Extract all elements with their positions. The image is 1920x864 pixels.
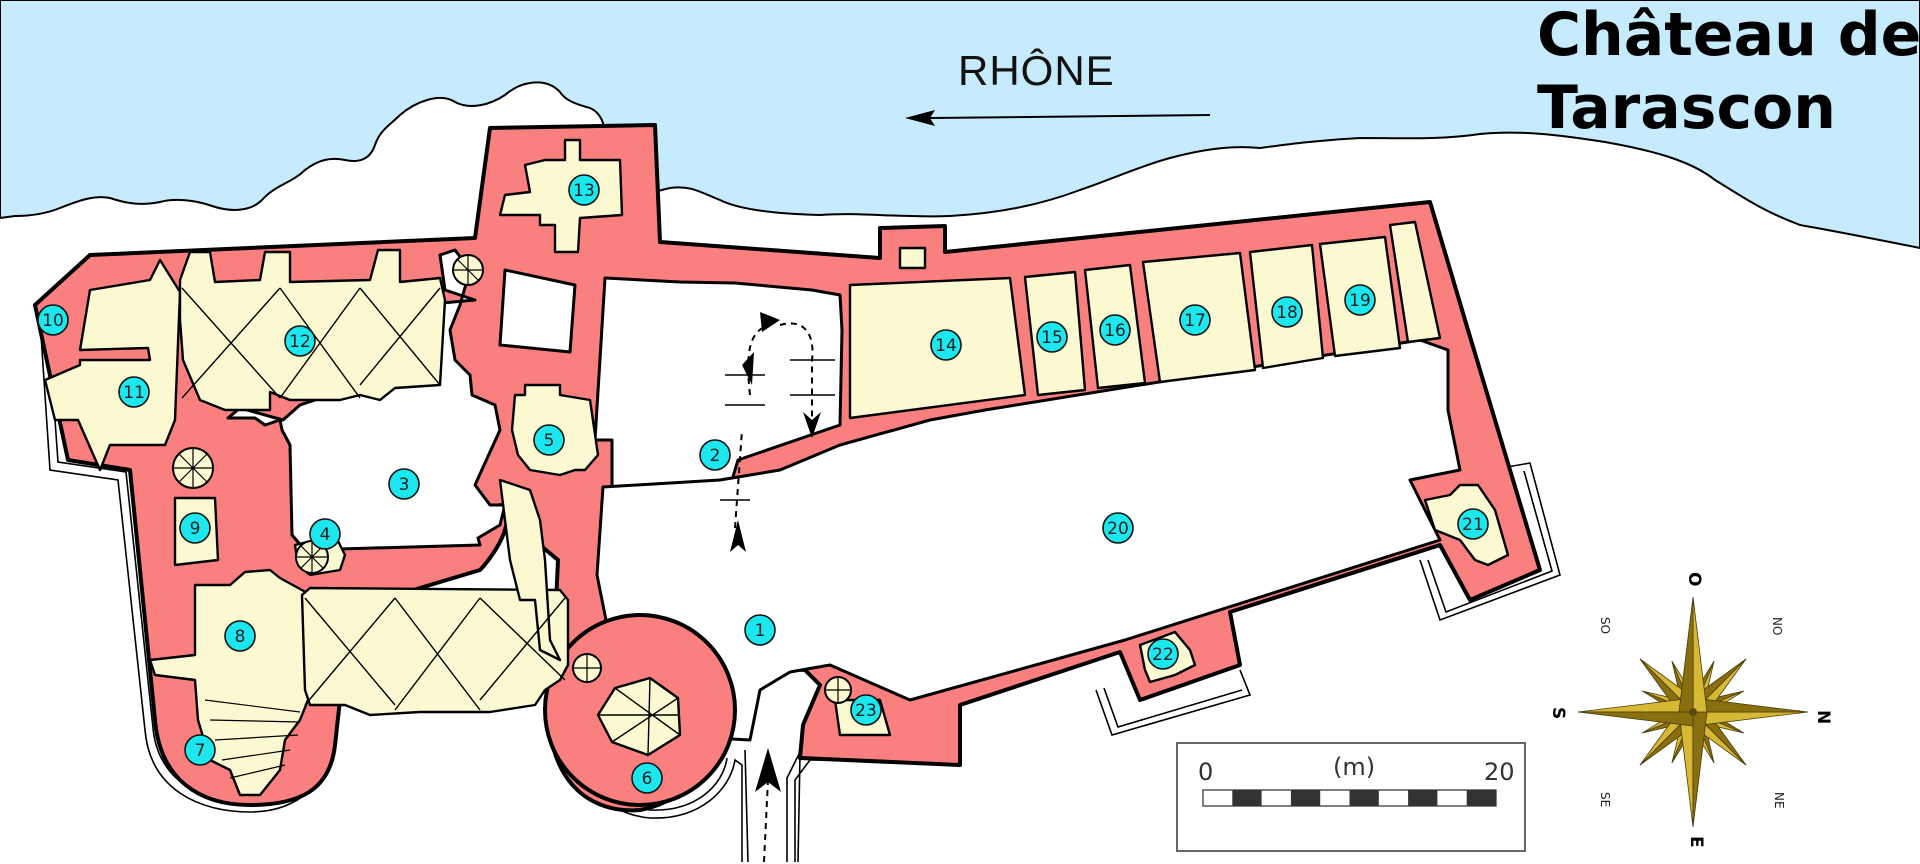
compass-point-shade <box>1692 711 1708 828</box>
room-marker-12: 12 <box>284 325 316 357</box>
room-marker-label: 8 <box>235 627 246 647</box>
room-marker-15: 15 <box>1036 321 1068 353</box>
room-marker-label: 9 <box>190 519 201 539</box>
room-marker-label: 4 <box>320 525 331 545</box>
compass-point-shade <box>1692 697 1809 713</box>
compass-point <box>1692 711 1809 727</box>
room-marker-label: 23 <box>855 701 877 721</box>
room-marker-label: 6 <box>642 769 653 789</box>
entrance-route <box>720 312 835 863</box>
room-marker-11: 11 <box>118 376 150 408</box>
compass-west: O <box>1684 572 1704 586</box>
map-title-line2: Tarascon <box>1537 73 1836 143</box>
room-19b <box>1388 220 1442 344</box>
room-marker-17: 17 <box>1179 304 1211 336</box>
room-marker-label: 2 <box>710 446 721 466</box>
room-marker-3: 3 <box>388 468 420 500</box>
room-8 <box>148 568 322 797</box>
compass-point <box>1692 596 1708 713</box>
compass-so: SO <box>1598 617 1612 634</box>
room-marker-22: 22 <box>1147 638 1179 670</box>
room-marker-16: 16 <box>1099 314 1131 346</box>
room-marker-7: 7 <box>184 734 216 766</box>
room-marker-6: 6 <box>631 762 663 794</box>
compass-point-shade <box>1678 596 1694 713</box>
room-marker-label: 22 <box>1152 645 1174 665</box>
room-marker-label: 17 <box>1184 311 1206 331</box>
room-10-11 <box>43 258 182 472</box>
compass-hub <box>1689 708 1697 716</box>
room-marker-8: 8 <box>224 620 256 652</box>
scale-bar: 0 (m) 20 <box>1176 742 1526 852</box>
compass-south: S <box>1548 707 1568 719</box>
room-marker-label: 13 <box>573 181 595 201</box>
compass-rose: N S E O NO SO NE SE <box>1548 572 1833 848</box>
room-marker-19: 19 <box>1344 284 1376 316</box>
compass-no: NO <box>1770 617 1784 635</box>
stair-steps <box>173 255 851 779</box>
room-marker-label: 16 <box>1104 321 1126 341</box>
room-marker-label: 21 <box>1462 515 1484 535</box>
room-marker-label: 14 <box>935 336 957 356</box>
room-marker-label: 19 <box>1349 291 1371 311</box>
room-marker-2: 2 <box>699 439 731 471</box>
river-flow-arrow <box>905 110 1211 126</box>
room-13 <box>498 138 624 254</box>
room-marker-1: 1 <box>744 614 776 646</box>
scale-segment <box>1349 790 1379 806</box>
room-marker-label: 7 <box>195 741 206 761</box>
vault-lines <box>181 287 681 756</box>
room-marker-label: 1 <box>755 621 766 641</box>
room-marker-23: 23 <box>850 694 882 726</box>
room-marker-label: 15 <box>1041 328 1063 348</box>
scale-segment <box>1232 790 1262 806</box>
room-marker-5: 5 <box>533 424 565 456</box>
room-marker-13: 13 <box>568 174 600 206</box>
room-marker-label: 12 <box>289 332 311 352</box>
scale-segment <box>1466 790 1496 806</box>
room-marker-10: 10 <box>37 304 69 336</box>
room-marker-20: 20 <box>1102 512 1134 544</box>
room-marker-label: 10 <box>42 311 64 331</box>
room-marker-9: 9 <box>179 512 211 544</box>
room-marker-label: 20 <box>1107 519 1129 539</box>
scale-segment <box>1408 790 1438 806</box>
compass-north: N <box>1813 710 1833 724</box>
room-12 <box>178 248 447 412</box>
room-marker-label: 18 <box>1276 303 1298 323</box>
compass-point <box>1678 711 1694 828</box>
compass-point <box>1577 697 1694 713</box>
room-marker-label: 5 <box>544 431 555 451</box>
room-marker-21: 21 <box>1457 508 1489 540</box>
east-corridor <box>498 478 562 662</box>
river-label: RHÔNE <box>958 47 1115 94</box>
room-marker-4: 4 <box>309 518 341 550</box>
compass-east: E <box>1686 836 1706 848</box>
room-6-hexagon <box>596 676 682 757</box>
room-marker-label: 3 <box>399 475 410 495</box>
scale-segment <box>1290 790 1321 806</box>
compass-se: SE <box>1598 792 1612 807</box>
room-marker-14: 14 <box>930 329 962 361</box>
room-marker-label: 11 <box>123 383 145 403</box>
scale-unit: (m) <box>1333 753 1375 781</box>
guard-room <box>898 246 927 270</box>
room-marker-18: 18 <box>1271 296 1303 328</box>
compass-ne: NE <box>1772 792 1786 809</box>
compass-point-shade <box>1577 711 1694 727</box>
scale-start: 0 <box>1198 758 1213 786</box>
map-title-line1: Château de <box>1537 0 1920 70</box>
scale-end: 20 <box>1484 758 1515 786</box>
